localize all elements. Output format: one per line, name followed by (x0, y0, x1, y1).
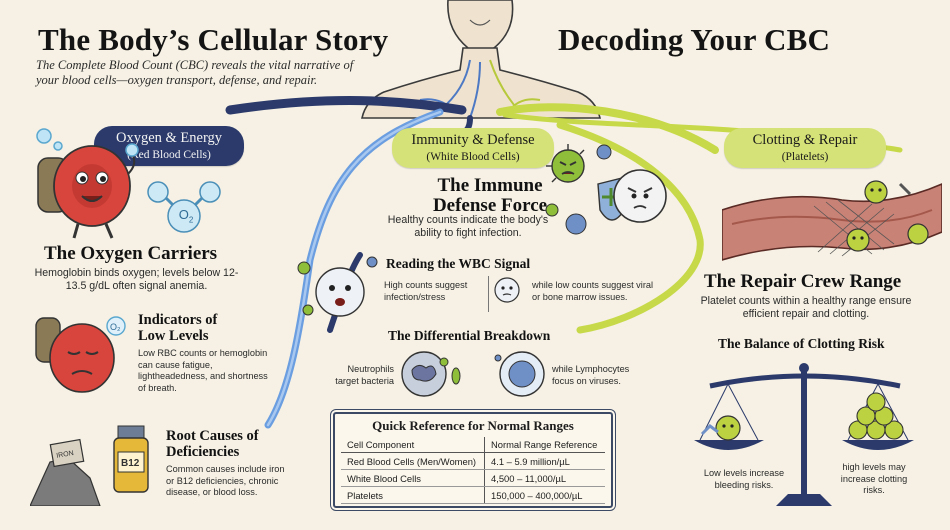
table-cell: 4.1 – 5.9 million/µL (484, 452, 605, 470)
rbc-banner: Oxygen & Energy (Red Blood Cells) (94, 126, 244, 166)
root-causes-heading: Root Causes of Deficiencies (166, 428, 259, 460)
low-levels-risk-text: Low levels increase bleeding risks. (703, 468, 785, 490)
table-cell: White Blood Cells (341, 469, 485, 487)
wbc-text: Healthy counts indicate the body's abili… (387, 214, 549, 239)
low-platelet-icon (700, 415, 741, 441)
platelets-banner-subtitle: (Platelets) (781, 151, 829, 163)
wbc-signal-high: High counts suggest infection/stress (384, 280, 468, 302)
balance-scale-icon (694, 363, 914, 506)
svg-text:B12: B12 (121, 458, 140, 469)
reference-table: Cell Component Normal Range Reference Re… (341, 437, 605, 504)
rbc-heading: The Oxygen Carriers (44, 243, 218, 264)
table-cell: 4,500 – 11,000/µL (484, 469, 605, 487)
lymphocyte-icon (494, 351, 545, 397)
reference-table-panel: Quick Reference for Normal Ranges Cell C… (333, 412, 613, 508)
table-cell: Platelets (341, 486, 485, 504)
oxygen-molecule-icon (147, 181, 221, 233)
rbc-banner-title: Oxygen & Energy (115, 130, 223, 146)
rbc-mascot-icon (36, 128, 139, 239)
iron-b12-icon: IRON B12 (30, 425, 149, 506)
page-title-left: The Body’s Cellular Story (38, 22, 389, 57)
tired-rbc-icon: O₂ (35, 316, 126, 393)
root-causes-text: Common causes include iron or B12 defici… (166, 464, 285, 497)
wbc-signal-low: while low counts suggest viral or bone m… (532, 280, 654, 302)
table-cell: 150,000 – 400,000/µL (484, 486, 605, 504)
vessel-repair-icon (722, 180, 942, 261)
stressed-wbc-icon (297, 256, 378, 317)
platelets-heading: The Repair Crew Range (704, 271, 902, 292)
wbc-signal-heading: Reading the WBC Signal (386, 256, 531, 271)
column-header: Cell Component (341, 437, 485, 453)
wbc-heading: The Immune Defense Force (432, 175, 548, 216)
table-cell: Red Blood Cells (Men/Women) (341, 452, 485, 470)
platelets-banner: Clotting & Repair (Platelets) (724, 128, 886, 168)
differential-heading: The Differential Breakdown (388, 328, 551, 343)
neutrophil-icon (401, 351, 461, 397)
high-platelets-icon (848, 392, 904, 440)
platelet-worker-icon (846, 180, 929, 252)
page-title-right: Decoding Your CBC (558, 22, 831, 57)
o2-label: O2 (178, 207, 194, 225)
neutrophils-text: Neutrophils target bacteria (335, 364, 394, 386)
table-header-row: Cell Component Normal Range Reference (341, 437, 605, 453)
signal-divider (488, 276, 489, 312)
wbc-banner-title: Immunity & Defense (411, 132, 535, 148)
rbc-text: Hemoglobin binds oxygen; levels below 12… (34, 267, 239, 292)
rbc-banner-subtitle: (Red Blood Cells) (127, 149, 211, 161)
wbc-banner-subtitle: (White Blood Cells) (426, 151, 520, 163)
table-row: White Blood Cells 4,500 – 11,000/µL (341, 469, 605, 487)
svg-text:IRON: IRON (56, 450, 74, 460)
low-levels-heading: Indicators of Low Levels (138, 312, 218, 344)
table-row: Red Blood Cells (Men/Women) 4.1 – 5.9 mi… (341, 452, 605, 470)
wbc-banner: Immunity & Defense (White Blood Cells) (392, 128, 554, 168)
platelets-banner-title: Clotting & Repair (752, 132, 858, 148)
virus-icon (546, 144, 585, 183)
high-levels-risk-text: high levels may increase clotting risks. (840, 462, 908, 495)
lymphocytes-text: while Lymphocytes focus on viruses. (552, 364, 630, 386)
differential-cells-icon (401, 351, 545, 397)
platelets-text: Platelet counts within a healthy range e… (700, 295, 912, 320)
table-row: Platelets 150,000 – 400,000/µL (341, 486, 605, 504)
reference-title: Quick Reference for Normal Ranges (372, 418, 574, 433)
balance-heading: The Balance of Clotting Risk (718, 336, 885, 351)
low-levels-text: Low RBC counts or hemoglobin can cause f… (138, 348, 268, 393)
wbc-defender-icon (545, 144, 667, 235)
column-header: Normal Range Reference (484, 437, 605, 453)
intro-text: The Complete Blood Count (CBC) reveals t… (36, 58, 354, 87)
small-wbc-icon (494, 277, 520, 303)
svg-text:O₂: O₂ (110, 322, 121, 332)
